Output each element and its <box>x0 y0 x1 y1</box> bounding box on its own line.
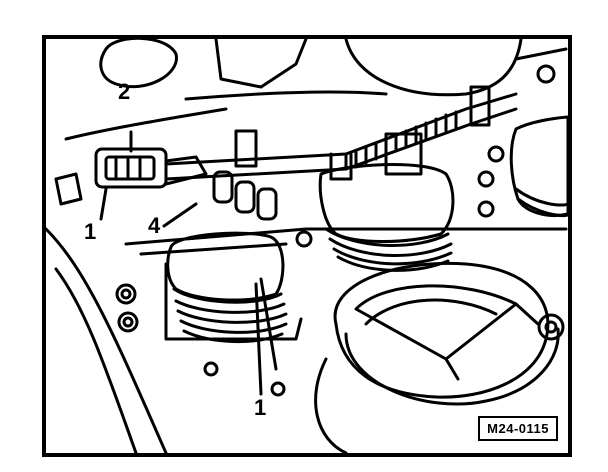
engine-line-drawing <box>46 39 568 453</box>
diagram-frame: 2 1 4 1 M24-0115 <box>42 35 572 457</box>
callout-label-4: 4 <box>148 213 161 238</box>
figure-code-label: M24-0115 <box>478 416 558 441</box>
callout-label-2: 2 <box>118 79 131 104</box>
callout-label-1-top: 1 <box>84 219 97 244</box>
callout-label-1-bottom: 1 <box>254 395 267 420</box>
